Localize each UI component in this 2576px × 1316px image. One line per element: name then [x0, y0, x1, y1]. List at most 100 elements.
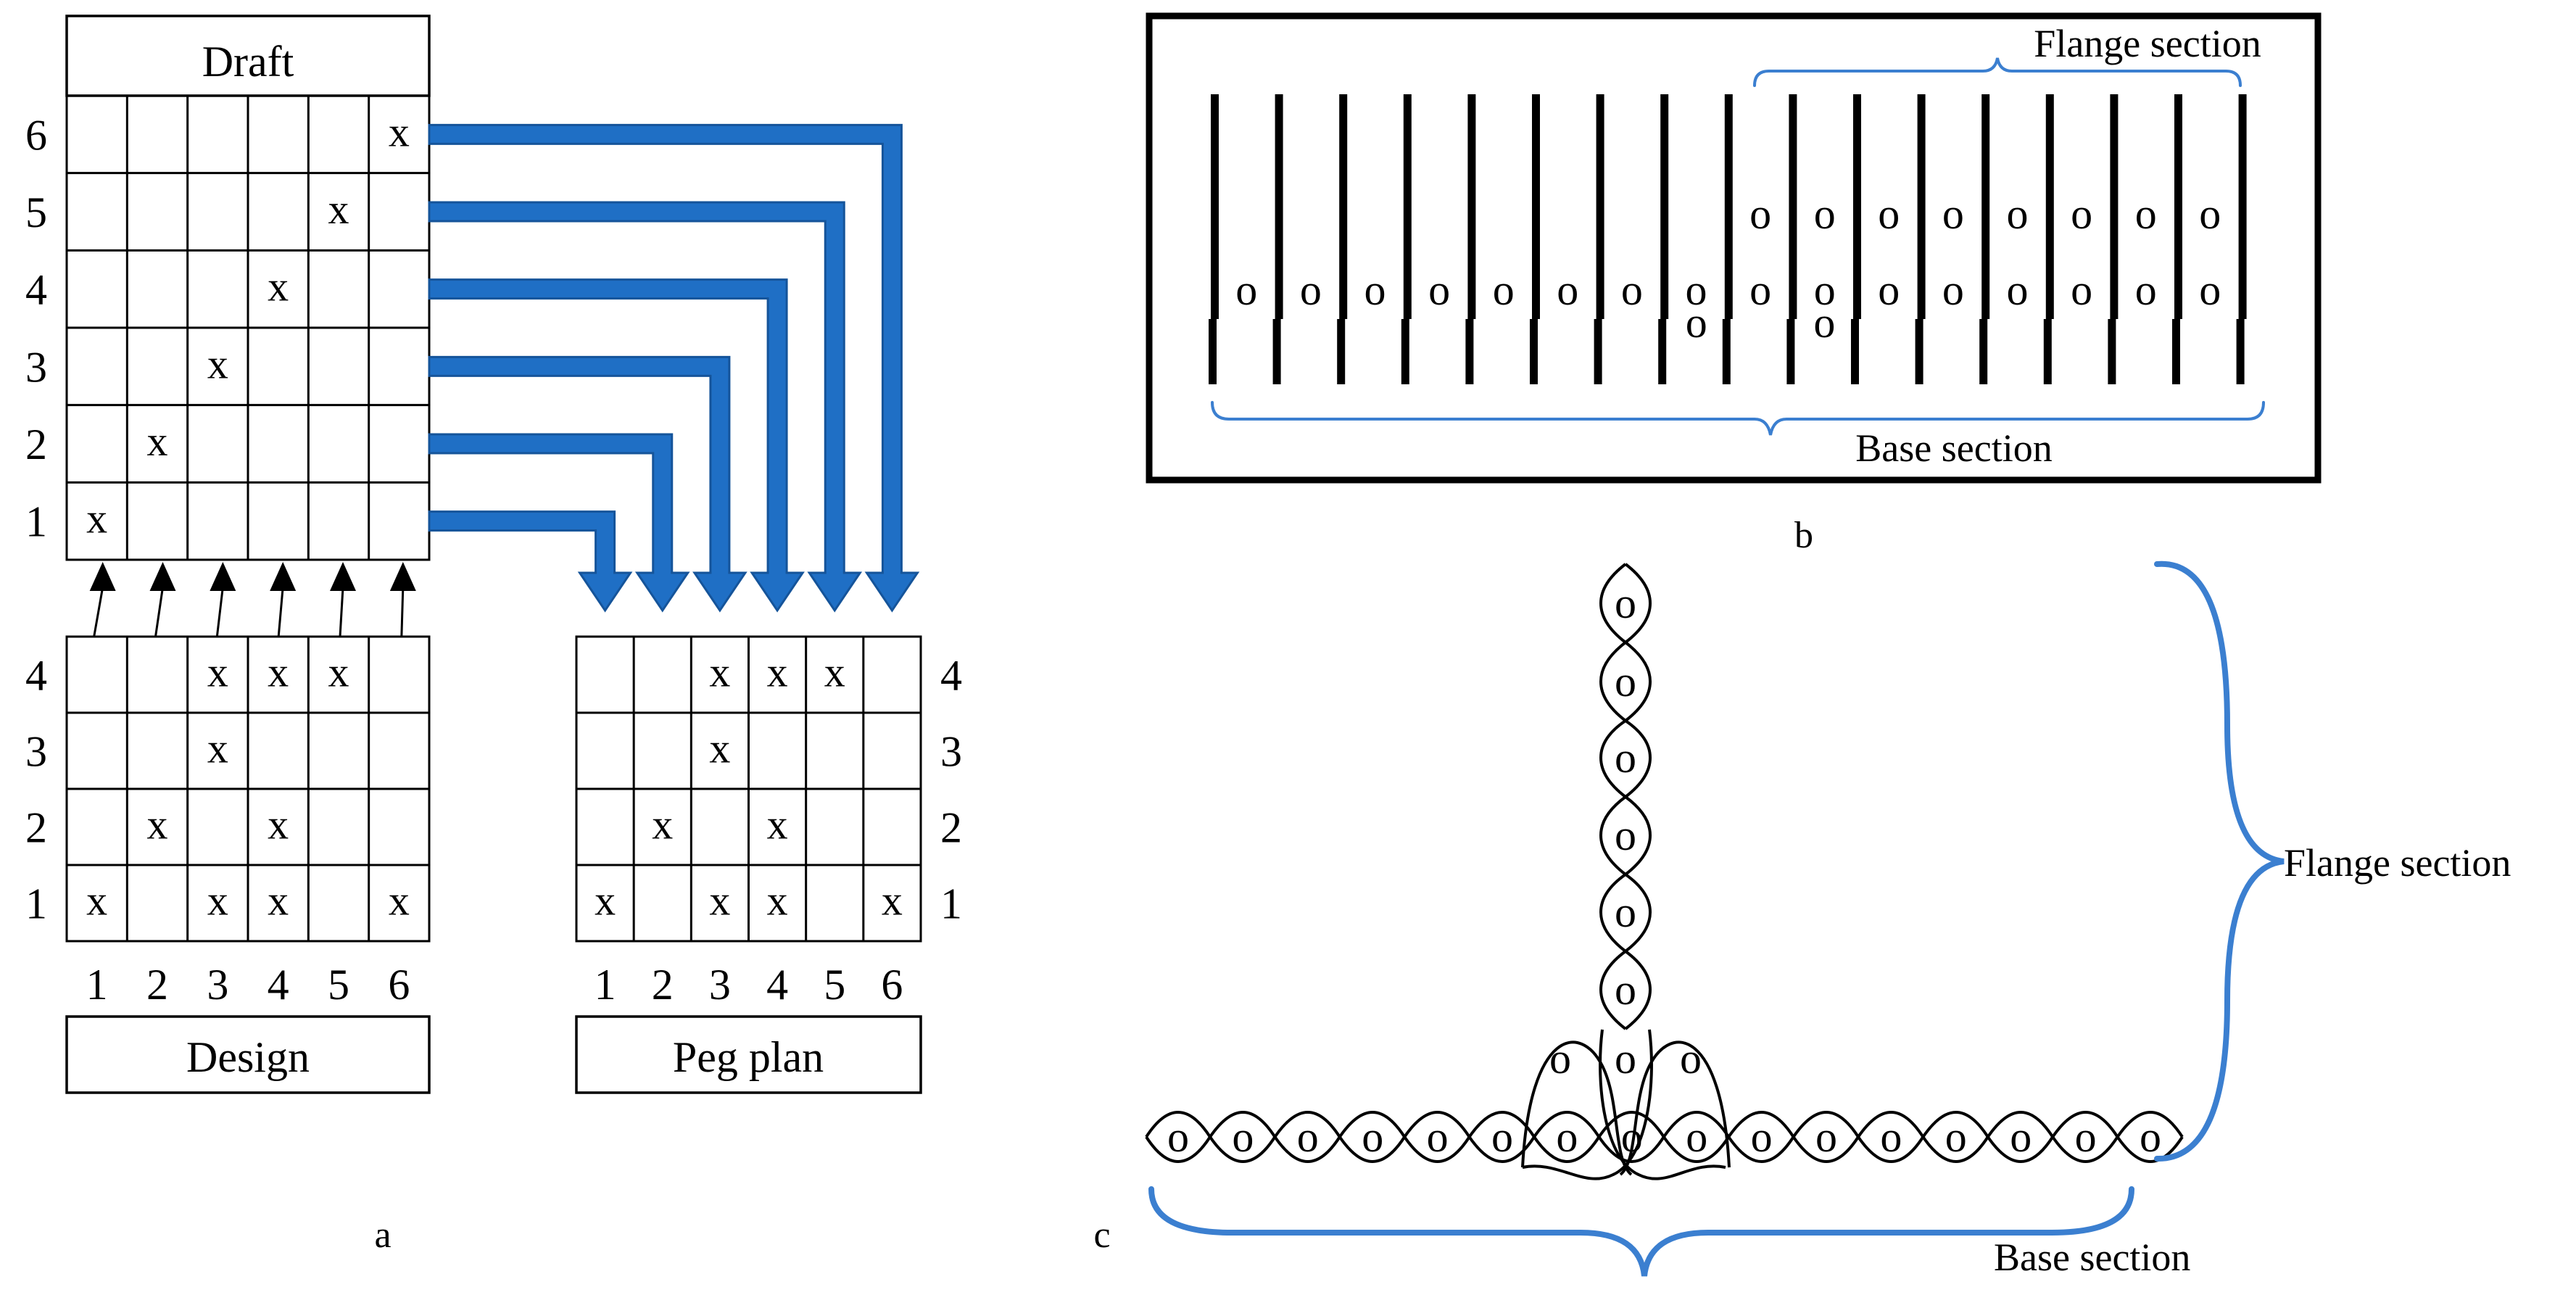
draft-row-label: 2 [25, 421, 47, 468]
lift-arrow-shaft [277, 587, 284, 637]
design-col-label: 1 [86, 961, 108, 1009]
design-label: Design [186, 1033, 310, 1081]
warp-yarn-lower [1658, 319, 1667, 384]
peg-plan-row-label: 1 [940, 880, 962, 928]
base-warp-path [1145, 1110, 2184, 1164]
design-col-label: 6 [388, 961, 410, 1009]
base-label-b: Base section [1855, 426, 2052, 470]
draft-mark: x [86, 495, 107, 542]
warp-yarn-lower [1530, 319, 1538, 384]
flange-warp-path [1599, 563, 1652, 1030]
weft-yarn-flange: o [1878, 190, 1900, 238]
warp-yarn [1660, 94, 1669, 319]
peg-plan-mark: x [767, 877, 788, 924]
weft-yarn-base: o [2071, 266, 2092, 314]
caption-a: a [374, 1214, 391, 1256]
weft-yarn-base: o [2007, 266, 2029, 314]
weft-yarn-base: o [1300, 266, 1322, 314]
base-weft: o [1945, 1113, 1967, 1161]
warp-yarn-lower [1272, 319, 1281, 384]
warp-yarn [2174, 94, 2182, 319]
flange-brace [2154, 560, 2285, 1162]
weft-yarn-flange: o [2071, 190, 2092, 238]
warp-yarn-lower [1401, 319, 1409, 384]
flange-weft: o [1615, 734, 1636, 782]
draft-mark: x [207, 340, 228, 387]
design-col-label: 3 [207, 961, 228, 1009]
base-weft: o [2075, 1113, 2097, 1161]
design-mark: x [389, 877, 410, 924]
weft-yarn-base: o [1878, 266, 1900, 314]
warp-yarn-lower [1465, 319, 1474, 384]
base-weft: o [1167, 1113, 1189, 1161]
flange-label-b: Flange section [2034, 22, 2261, 65]
base-weft: o [1880, 1113, 1902, 1161]
draft-mark: x [268, 263, 289, 310]
weft-yarn-base: o [1814, 266, 1836, 314]
junction-warp-path [1521, 1040, 1633, 1176]
peg-plan-mark: x [709, 649, 730, 696]
design-mark: x [207, 725, 228, 772]
design-mark: x [268, 649, 289, 696]
lift-arrow-shaft [93, 587, 104, 637]
flange-weft: o [1615, 658, 1636, 705]
warp-yarns [1209, 94, 2247, 384]
lift-arrow-shaft [339, 587, 344, 637]
base-weft: o [1556, 1113, 1578, 1161]
weft-yarn-flange: o [1942, 190, 1964, 238]
base-label-c: Base section [1994, 1236, 2190, 1279]
base-weft: o [1232, 1113, 1254, 1161]
design-mark: x [328, 649, 349, 696]
warp-yarn [1211, 94, 1219, 319]
peg-plan-col-label: 3 [709, 961, 731, 1009]
lift-arrow-head [270, 562, 297, 591]
weft-yarn-base: o [1493, 266, 1515, 314]
draft-grid [65, 94, 431, 561]
transfer-arrow [428, 201, 863, 613]
design-grid [65, 635, 431, 943]
design-mark: x [86, 877, 107, 924]
flange-weft: o [1615, 888, 1636, 936]
base-brace [1211, 401, 2265, 436]
warp-yarn [1981, 94, 1990, 319]
lift-arrow-shaft [154, 587, 164, 637]
warp-yarn [1403, 94, 1412, 319]
caption-b: b [1794, 515, 1813, 556]
warp-yarn [1532, 94, 1540, 319]
base-weft: o [1491, 1113, 1513, 1161]
design-mark: x [268, 877, 289, 924]
weft-yarn-junction: o [1686, 299, 1707, 347]
draft-row-label: 4 [25, 266, 47, 314]
draft-row-label: 3 [25, 343, 47, 391]
junction-warp-path [1522, 1029, 1653, 1180]
lift-arrow-shaft [215, 587, 224, 637]
peg-plan-mark: x [882, 877, 903, 924]
peg-plan-label: Peg plan [673, 1033, 824, 1081]
design-mark: x [207, 649, 228, 696]
peg-plan-col-label: 1 [595, 961, 616, 1009]
lift-arrow-head [330, 562, 356, 591]
warp-yarn [1789, 94, 1797, 319]
warp-yarn-lower [1722, 319, 1731, 384]
weft-yarn-base: o [1557, 266, 1578, 314]
warp-yarn [2110, 94, 2119, 319]
transfer-arrow [428, 123, 920, 613]
base-weft: o [2140, 1113, 2161, 1161]
base-weft: o [1686, 1113, 1707, 1161]
flange-weft: o [1615, 579, 1636, 627]
peg-plan-col-label: 5 [824, 961, 845, 1009]
peg-plan-mark: x [767, 649, 788, 696]
draft-mark: x [328, 186, 349, 233]
warp-yarn-lower [1851, 319, 1859, 384]
design-row-label: 1 [25, 880, 47, 928]
design-row-label: 4 [25, 652, 47, 700]
